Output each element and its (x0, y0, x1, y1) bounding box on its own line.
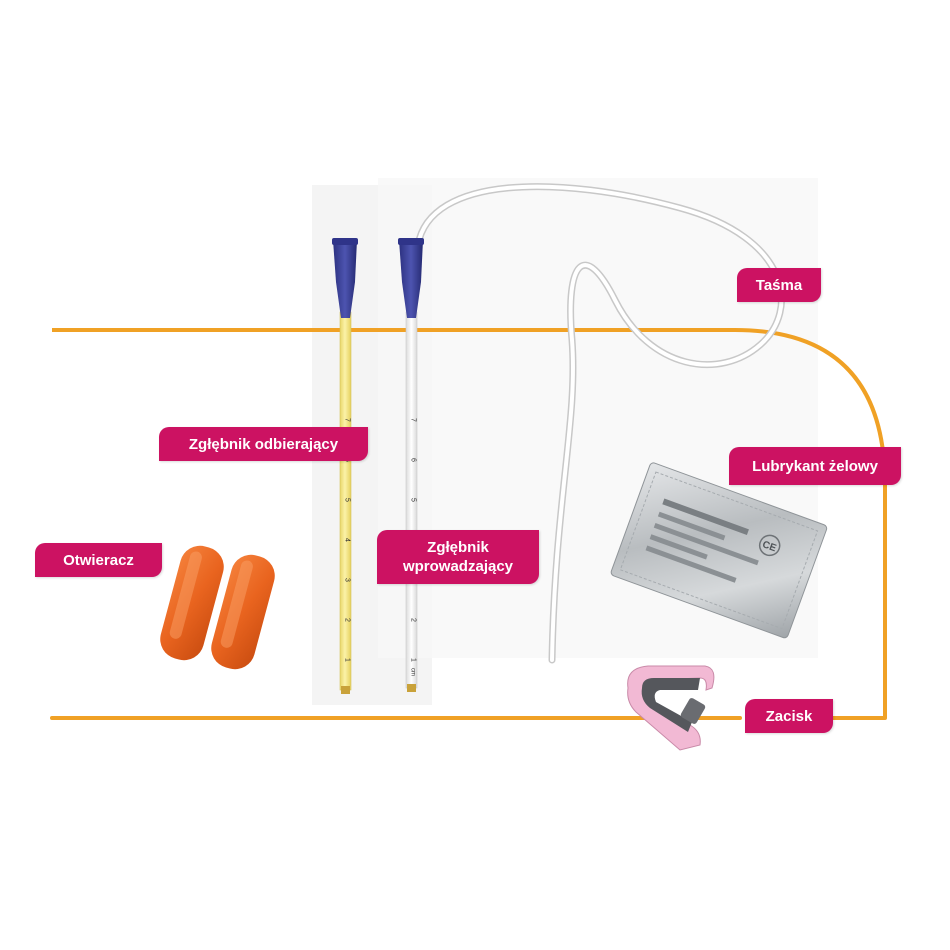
receiving-probe: 7654321 (332, 238, 358, 694)
probe-marking: 7 (344, 418, 351, 422)
probe-marking: 2 (344, 618, 351, 622)
opener-pieces (160, 545, 275, 670)
probe-marking: 1 (410, 658, 417, 662)
probe-marking: 5 (410, 498, 417, 502)
clamp (627, 665, 715, 751)
svg-text:CE: CE (761, 539, 778, 554)
label-zglebnik-wprowadzajacy: Zgłębnik wprowadzający (377, 530, 539, 584)
probe-unit: cm (410, 668, 416, 676)
lubricant-sachet: CE (610, 462, 828, 639)
probe-marking: 6 (410, 458, 417, 462)
tape-highlight (416, 184, 784, 662)
probe-marking: 5 (344, 498, 351, 502)
label-otwieracz: Otwieracz (35, 543, 162, 577)
probe-marking: 3 (344, 578, 351, 582)
probe-marking: 4 (344, 538, 351, 542)
label-tasma: Taśma (737, 268, 821, 302)
label-zacisk: Zacisk (745, 699, 833, 733)
label-lubrykant: Lubrykant żelowy (729, 447, 901, 485)
probe-marking: 2 (410, 618, 417, 622)
probe-marking: 1 (344, 658, 351, 662)
label-zglebnik-odbierajacy: Zgłębnik odbierający (159, 427, 368, 461)
probe-marking: 7 (410, 418, 417, 422)
